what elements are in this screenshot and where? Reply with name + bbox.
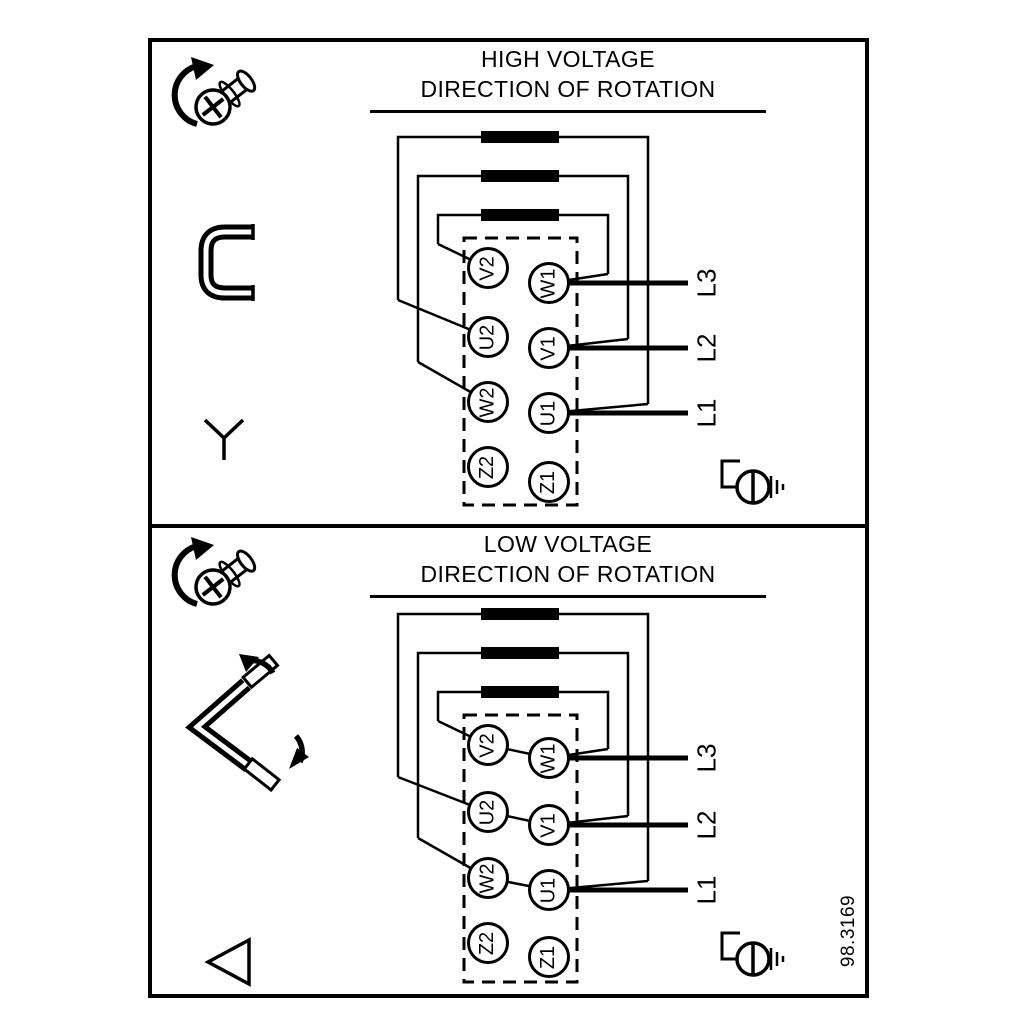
earth-terminal-icon xyxy=(720,459,785,505)
lv-panel-title: LOW VOLTAGE xyxy=(483,531,653,557)
lv-terminal-V2: V2 xyxy=(467,724,509,766)
link-bar xyxy=(481,131,559,143)
lv-supply-label-L2: L2 xyxy=(691,810,722,840)
terminal-label: U1 xyxy=(537,400,560,426)
hv-terminal-U1: U1 xyxy=(528,392,570,434)
terminal-label: Z1 xyxy=(537,945,560,969)
terminal-label: U2 xyxy=(476,799,499,825)
lv-terminal-V1: V1 xyxy=(528,804,570,846)
terminal-label: V2 xyxy=(476,255,499,281)
terminal-label: U2 xyxy=(476,324,499,350)
terminal-label: W1 xyxy=(537,268,560,298)
screw-rotation-icon xyxy=(175,537,261,611)
link-bar xyxy=(481,647,559,659)
screw-rotation-icon xyxy=(171,57,257,127)
lv-terminal-Z2: Z2 xyxy=(467,922,509,964)
hv-panel-subtitle: DIRECTION OF ROTATION xyxy=(420,76,716,102)
lv-supply-label-L1: L1 xyxy=(691,875,722,905)
hv-terminal-Z1: Z1 xyxy=(528,461,570,503)
figure-number: 98.3169 xyxy=(838,894,859,968)
terminal-label: W2 xyxy=(476,387,499,417)
hv-panel-title: HIGH VOLTAGE xyxy=(481,46,655,72)
hv-supply-label-L2: L2 xyxy=(691,333,722,363)
link-bar xyxy=(481,209,559,221)
star-symbol xyxy=(203,418,245,460)
lv-terminal-W1: W1 xyxy=(528,737,570,779)
hv-terminal-V1: V1 xyxy=(528,327,570,369)
link-bar xyxy=(481,608,559,620)
hv-terminal-W1: W1 xyxy=(528,262,570,304)
hv-terminal-V2: V2 xyxy=(467,247,509,289)
terminal-label: V1 xyxy=(537,335,560,361)
lv-terminal-W2: W2 xyxy=(467,857,509,899)
lv-terminal-U1: U1 xyxy=(528,869,570,911)
lv-terminal-U2: U2 xyxy=(467,791,509,833)
lv-panel-subtitle: DIRECTION OF ROTATION xyxy=(420,561,716,587)
hv-supply-label-L1: L1 xyxy=(691,398,722,428)
cable-link-icon xyxy=(198,224,255,301)
terminal-label: V1 xyxy=(537,812,560,838)
hv-supply-label-L3: L3 xyxy=(691,268,722,298)
lv-terminal-Z1: Z1 xyxy=(528,936,570,978)
lv-supply-label-L3: L3 xyxy=(691,743,722,773)
terminal-label: Z2 xyxy=(476,455,499,479)
lv-title-block: LOW VOLTAGE DIRECTION OF ROTATION xyxy=(370,529,766,598)
terminal-label: Z1 xyxy=(537,470,560,494)
link-bar xyxy=(481,686,559,698)
hv-link-bars xyxy=(481,131,559,221)
outer-frame xyxy=(148,38,869,998)
hv-terminal-U2: U2 xyxy=(467,316,509,358)
terminal-label: W1 xyxy=(537,743,560,773)
hv-terminal-W2: W2 xyxy=(467,381,509,423)
terminal-label: V2 xyxy=(476,732,499,758)
terminal-label: W2 xyxy=(476,863,499,893)
hv-terminal-Z2: Z2 xyxy=(467,446,509,488)
hv-supply-wires xyxy=(549,280,688,416)
lv-supply-wires xyxy=(549,755,688,893)
link-bar xyxy=(481,170,559,182)
earth-terminal-icon xyxy=(720,931,785,977)
terminal-label: Z2 xyxy=(476,931,499,955)
delta-links-icon xyxy=(185,653,309,793)
delta-symbol xyxy=(204,937,251,987)
lv-link-bars xyxy=(481,608,559,698)
hv-title-block: HIGH VOLTAGE DIRECTION OF ROTATION xyxy=(370,44,766,113)
terminal-label: U1 xyxy=(537,877,560,903)
